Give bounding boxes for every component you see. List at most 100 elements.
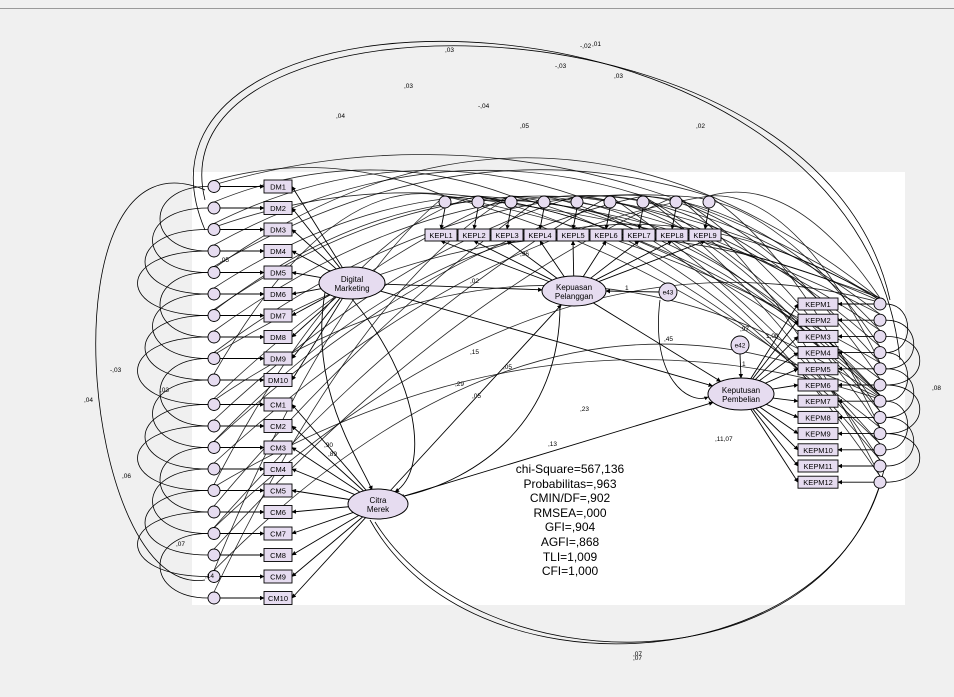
covariance-arc <box>642 195 881 461</box>
loading-arrow <box>539 240 565 277</box>
covariance-arc <box>95 182 206 581</box>
coefficient-labels: ,02,15,29,05,13,2311,03-,02,03-,03,01,03… <box>84 41 941 662</box>
error-term <box>207 441 221 454</box>
covariance-arc <box>152 293 209 359</box>
indicator-label: KEPL8 <box>660 231 683 240</box>
fit-tli: TLI=1,009 <box>542 549 598 564</box>
indicator-box <box>797 346 839 360</box>
covariance-arc <box>885 336 921 386</box>
indicator-box <box>263 222 293 237</box>
latent-label-line2: Pelanggan <box>555 292 593 301</box>
path-kp-to-kpm <box>593 302 721 382</box>
misc-coef-label: -,03 <box>555 63 567 70</box>
error-term <box>207 180 221 193</box>
covariance-arc <box>658 299 709 401</box>
indicator-label: KEPM9 <box>805 430 830 439</box>
indicator-label: DM8 <box>270 333 286 342</box>
latent-label-line2: Marketing <box>334 284 369 293</box>
misc-coef-label: ,96 <box>520 251 529 258</box>
loading-arrow <box>291 404 367 491</box>
loading-arrow <box>291 512 354 535</box>
indicator-label: KEPL7 <box>627 231 650 240</box>
error-term <box>873 427 887 441</box>
misc-coef-label: ,04 <box>84 397 93 404</box>
coef-kp-kpm: ,23 <box>580 406 589 413</box>
loading-arrow <box>755 408 799 451</box>
fit-probabilitas: Probabilitas=,963 <box>523 476 617 491</box>
covariance-arc <box>159 533 209 599</box>
loading-arrow <box>766 403 799 418</box>
indicator-label: KEPL5 <box>561 231 584 240</box>
latent-label-line1: Keputusan <box>722 386 760 395</box>
loading-arrow <box>765 368 799 384</box>
indicator-label: KEPM8 <box>805 413 830 422</box>
misc-coef-label: ,08 <box>932 385 941 392</box>
covariance-arc <box>213 195 446 571</box>
indicator-dm1: DM1 <box>263 179 293 194</box>
misc-coef-label: ,06 <box>122 473 131 480</box>
indicator-kepl7: KEPL7 <box>622 228 656 242</box>
indicator-kepl8: KEPL8 <box>655 228 689 242</box>
misc-coef-label: ,05 <box>472 393 481 400</box>
error-arrow <box>505 207 512 230</box>
indicator-label: CM7 <box>270 530 286 539</box>
indicator-box <box>263 244 293 258</box>
coef-dm-cm: ,29 <box>455 381 464 388</box>
loading-arrow <box>291 515 359 556</box>
loading-arrow <box>291 250 331 272</box>
indicator-label: DM6 <box>270 290 286 299</box>
indicator-box <box>797 394 839 408</box>
indicator-label: KEPL4 <box>528 231 551 240</box>
error-term <box>207 398 221 411</box>
loading-arrow <box>570 240 576 277</box>
indicator-box <box>263 373 293 387</box>
indicator-box <box>263 505 293 519</box>
indicator-kepm1: KEPM1 <box>797 297 839 311</box>
indicator-box <box>797 459 839 473</box>
indicator-label: KEPL2 <box>462 231 485 240</box>
disturbance-arrow <box>605 288 660 294</box>
coef-e42: 1 <box>742 361 746 368</box>
misc-coef-label: ,01 <box>592 41 601 48</box>
misc-coef-label: 1,00 <box>766 333 779 340</box>
indicator-dm9: DM9 <box>263 351 293 366</box>
indicator-dm3: DM3 <box>263 222 293 237</box>
covariance-arc <box>152 379 209 448</box>
coef-dm-kp: ,02 <box>470 278 479 285</box>
covariance-arc <box>213 167 446 197</box>
loading-arrow <box>291 468 355 495</box>
indicator-box <box>263 419 293 433</box>
indicator-cm8: CM8 <box>263 548 293 562</box>
indicator-label: KEPM1 <box>805 300 830 309</box>
loading-arrow <box>291 270 322 279</box>
indicator-box <box>263 526 293 541</box>
misc-coef-label: ,05 <box>520 123 529 130</box>
fit-agfi: AGFI=,868 <box>540 534 600 549</box>
loading-arrow <box>291 296 337 338</box>
loading-arrow <box>440 240 550 283</box>
indicator-label: DM1 <box>270 183 286 192</box>
covariance-arc <box>152 468 209 534</box>
path-kp-cm-covariance <box>399 304 561 499</box>
error-term <box>207 244 221 258</box>
indicator-label: KEPL9 <box>693 231 716 240</box>
indicator-box <box>263 397 293 412</box>
covariance-arc <box>144 490 209 556</box>
indicator-kepm4: KEPM4 <box>797 346 839 360</box>
loading-arrow <box>750 409 799 483</box>
plot-background <box>192 172 905 605</box>
indicator-kepm11: KEPM11 <box>797 459 839 473</box>
covariance-arc <box>708 195 881 363</box>
covariance-arc <box>213 195 512 593</box>
latent-label-line1: Citra <box>370 496 387 505</box>
indicator-label: KEPM10 <box>803 446 833 455</box>
indicator-kepm6: KEPM6 <box>797 378 839 392</box>
covariance-arc <box>213 195 677 550</box>
covariance-arc <box>207 343 887 577</box>
covariance-arc <box>675 195 881 477</box>
loading-arrow <box>291 447 361 493</box>
error-term <box>207 309 221 322</box>
